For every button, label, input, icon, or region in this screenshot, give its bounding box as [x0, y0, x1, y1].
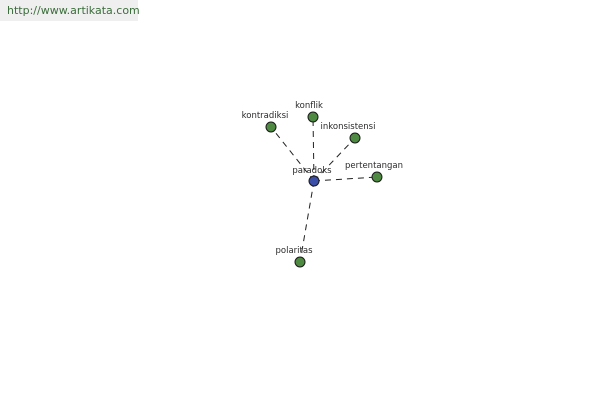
- node-pertentangan[interactable]: [371, 171, 383, 183]
- label-pertentangan: pertentangan: [345, 161, 403, 171]
- label-polaritas: polaritas: [276, 246, 314, 256]
- label-inkonsistensi: inkonsistensi: [321, 122, 376, 132]
- node-polaritas[interactable]: [294, 256, 306, 268]
- edge-pertentangan: [313, 176, 378, 182]
- label-kontradiksi: kontradiksi: [242, 111, 289, 121]
- edge-inkonsistensi: [313, 137, 356, 182]
- edge-kontradiksi: [270, 126, 315, 182]
- node-inkonsistensi[interactable]: [349, 132, 361, 144]
- label-konflik: konflik: [295, 101, 323, 111]
- label-paradoks: paradoks: [292, 166, 332, 176]
- url-watermark-bar: http://www.artikata.com: [0, 0, 140, 21]
- url-watermark-text: http://www.artikata.com: [7, 4, 140, 17]
- node-kontradiksi[interactable]: [265, 121, 277, 133]
- node-paradoks[interactable]: [308, 175, 320, 187]
- node-konflik[interactable]: [307, 111, 319, 123]
- edge-polaritas: [299, 180, 315, 263]
